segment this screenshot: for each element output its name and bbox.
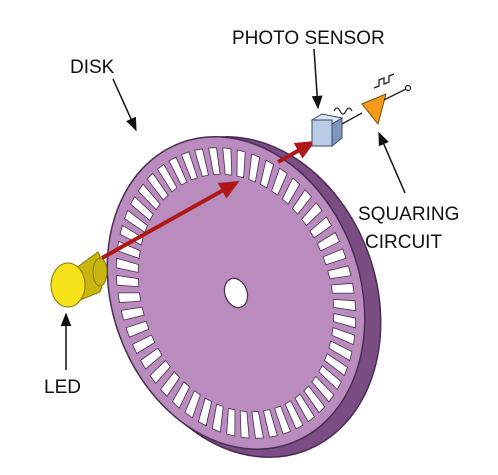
- disk-slot: [301, 201, 323, 227]
- disk-slot: [332, 298, 357, 312]
- squaring-circuit-pointer-arrow: [378, 131, 406, 194]
- buffer-amplifier-triangle-icon: [361, 93, 387, 126]
- disk-slot: [125, 320, 150, 338]
- led-icon: [50, 251, 108, 308]
- disk-slot: [281, 177, 301, 205]
- analog-waveform-icon: [333, 107, 353, 115]
- disk-center-hole: [223, 277, 249, 309]
- disk-slot: [322, 248, 347, 266]
- output-terminal-icon: [404, 84, 412, 92]
- disk-label: DISK: [70, 57, 115, 78]
- disk-slot: [291, 188, 313, 215]
- disk-slot: [194, 148, 209, 177]
- disk-slot: [294, 393, 316, 423]
- disk-slot: [115, 257, 139, 273]
- disk-slot: [139, 347, 163, 370]
- disk-slot: [120, 306, 145, 321]
- disk-slot: [259, 159, 275, 189]
- photo-sensor-pointer-arrow: [311, 48, 323, 110]
- disk-slot: [115, 274, 140, 288]
- disk-slot: [309, 216, 333, 239]
- disk-slot: [208, 147, 221, 175]
- disk-slot: [333, 313, 357, 329]
- light-beam-arrow-disk-to-sensor: [277, 141, 316, 164]
- disk-slot: [159, 371, 181, 398]
- signal-wire: [341, 112, 363, 125]
- square-wave-icon: [373, 73, 395, 89]
- disk-slot: [248, 153, 261, 183]
- photo-sensor-icon: [310, 113, 344, 148]
- disk-slot: [284, 400, 304, 430]
- disk-slot: [324, 353, 348, 377]
- disk-slot: [197, 397, 213, 427]
- disk-slot: [327, 265, 352, 280]
- disk-slot: [226, 407, 236, 437]
- disk-slot: [274, 405, 292, 435]
- disk-slot: [328, 340, 353, 362]
- disk-slot: [184, 390, 201, 419]
- disk-slot: [271, 167, 288, 196]
- disk-slot: [131, 334, 156, 355]
- disk-slot: [239, 410, 250, 439]
- disk-slot: [146, 172, 169, 201]
- photo-sensor-label: PHOTO SENSOR: [232, 28, 385, 49]
- disk: [106, 136, 382, 458]
- disk-slot: [124, 209, 148, 233]
- disk-slot: [149, 359, 171, 385]
- disk-slot: [130, 195, 154, 222]
- light-beam: [101, 141, 316, 260]
- disk-slot: [318, 364, 342, 391]
- disk-slot: [251, 411, 264, 439]
- light-beam-arrow-led-to-disk: [101, 181, 240, 260]
- disk-slot: [331, 327, 356, 346]
- disk-slot: [168, 156, 188, 186]
- disk-slot: [222, 147, 233, 176]
- output-wire: [383, 88, 407, 101]
- led-label: LED: [44, 377, 81, 398]
- disk-slot: [137, 183, 161, 211]
- squaring-circuit-label-line2: CIRCUIT: [365, 232, 442, 253]
- disk-slot: [236, 149, 246, 179]
- disk-slot: [330, 282, 355, 294]
- disk-slot: [180, 151, 198, 181]
- squaring-circuit-label-line1: SQUARING: [358, 204, 459, 225]
- disk-pointer-arrow: [112, 78, 137, 132]
- disk-slot: [211, 403, 224, 433]
- disk-slot: [303, 385, 326, 414]
- disk-slot: [263, 409, 278, 438]
- disk-slot: [156, 163, 178, 193]
- disk-slot: [311, 375, 335, 403]
- disk-slot: [316, 231, 341, 252]
- disk-slot: [117, 292, 142, 304]
- disk-slot: [171, 381, 191, 409]
